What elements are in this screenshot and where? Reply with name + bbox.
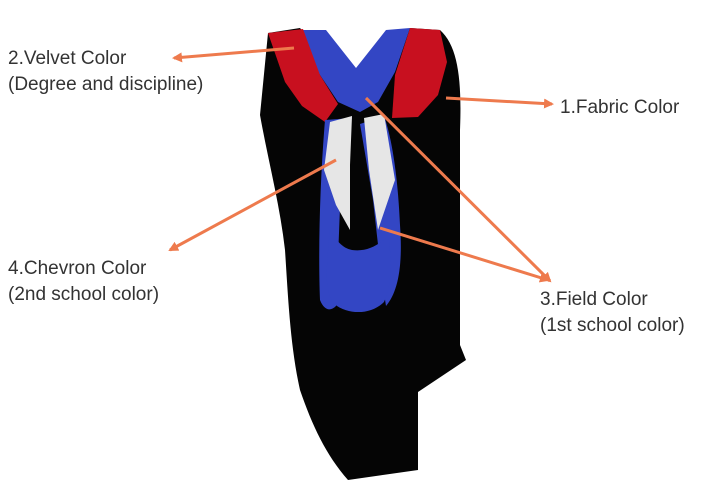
graduation-hood-icon bbox=[260, 28, 466, 480]
velvet-arrow bbox=[172, 46, 295, 63]
hood-chevron-left bbox=[324, 116, 352, 230]
field-arrow-upper bbox=[364, 96, 552, 283]
field-label-title: 3.Field Color bbox=[540, 289, 648, 310]
velvet-label-subtitle: (Degree and discipline) bbox=[8, 74, 204, 95]
chevron-label: 4.Chevron Color (2nd school color) bbox=[8, 256, 159, 308]
field-arrow-lower bbox=[379, 226, 550, 283]
field-label: 3.Field Color (1st school color) bbox=[540, 287, 685, 339]
fabric-label-title: 1.Fabric Color bbox=[560, 97, 680, 118]
fabric-label: 1.Fabric Color bbox=[560, 95, 679, 121]
chevron-arrow bbox=[168, 158, 337, 252]
annotation-arrows bbox=[168, 46, 554, 283]
velvet-label-title: 2.Velvet Color bbox=[8, 48, 127, 69]
chevron-label-title: 4.Chevron Color bbox=[8, 258, 147, 279]
fabric-arrow bbox=[445, 96, 554, 109]
hood-field-collar bbox=[302, 28, 410, 112]
field-label-subtitle: (1st school color) bbox=[540, 315, 685, 336]
hood-field-pouch bbox=[326, 230, 391, 313]
chevron-label-subtitle: (2nd school color) bbox=[8, 284, 160, 305]
hood-velvet-left bbox=[268, 29, 338, 122]
hood-velvet-right bbox=[392, 28, 447, 118]
hood-chevron-right bbox=[364, 114, 395, 230]
velvet-label: 2.Velvet Color (Degree and discipline) bbox=[8, 46, 203, 98]
